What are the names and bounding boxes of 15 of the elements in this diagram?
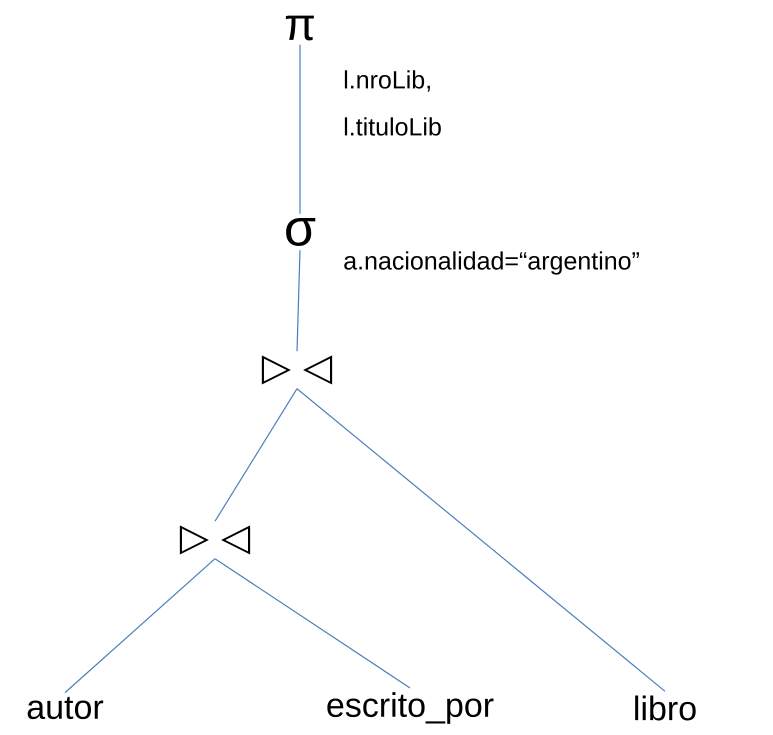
relation-name: libro [635, 696, 696, 720]
join-symbol: ▷ ◁ [180, 525, 250, 555]
connector-line [214, 558, 410, 688]
relation-name: escrito_por [327, 692, 494, 724]
relation-name: autor [28, 696, 104, 720]
selection-condition: a.nacionalidad=“argentino” [344, 251, 639, 275]
connector-line [64, 558, 216, 694]
operator-symbol: π [286, 16, 314, 40]
join-symbol: ▷ ◁ [262, 355, 332, 385]
attribute-list: l.nroLib, l.tituloLib [344, 70, 441, 136]
connector-line [299, 44, 301, 214]
connector-line [296, 388, 666, 692]
connector-line [214, 388, 298, 522]
connector-line [296, 250, 301, 352]
operator-symbol: σ [286, 218, 316, 246]
